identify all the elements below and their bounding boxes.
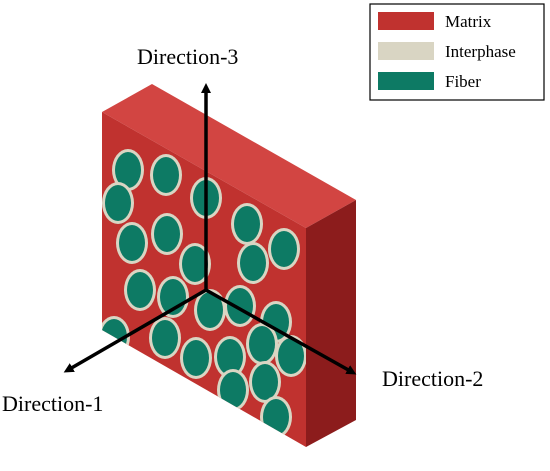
fiber-circle (153, 157, 179, 193)
fiber-circle (234, 206, 260, 242)
fiber-circle (119, 225, 145, 261)
fiber-circle (105, 185, 131, 221)
fiber-circle (271, 231, 297, 267)
legend-swatch-interphase (378, 42, 434, 60)
fiber-circle (252, 364, 278, 400)
matrix-top-face (102, 84, 356, 228)
fiber-circle (197, 292, 223, 328)
fiber-circle (217, 339, 243, 375)
fiber-circle (263, 399, 289, 435)
legend-label-fiber: Fiber (445, 72, 481, 91)
fiber-circle (278, 338, 304, 374)
fiber-circle (227, 288, 253, 324)
fiber-circle (183, 340, 209, 376)
legend-swatch-fiber (378, 72, 434, 90)
coordinate-axes (63, 83, 357, 375)
legend-label-interphase: Interphase (445, 42, 516, 61)
fiber-circle (220, 372, 246, 408)
matrix-side-face (306, 200, 356, 447)
fiber-circle (154, 216, 180, 252)
fiber-circle (127, 272, 153, 308)
fiber-circle (115, 152, 141, 188)
fiber-circle (152, 320, 178, 356)
fiber-circle (182, 246, 208, 282)
legend-swatch-matrix (378, 12, 434, 30)
fiber-circle (249, 326, 275, 362)
fiber-circle (240, 245, 266, 281)
legend-label-matrix: Matrix (445, 12, 492, 31)
label-direction-1: Direction-1 (2, 391, 103, 416)
legend: Matrix Interphase Fiber (369, 3, 545, 101)
fiber-group (102, 149, 306, 438)
label-direction-2: Direction-2 (382, 366, 483, 391)
label-direction-3: Direction-3 (137, 44, 238, 69)
axis-direction-2 (205, 288, 357, 375)
axis-direction-1 (63, 288, 207, 373)
